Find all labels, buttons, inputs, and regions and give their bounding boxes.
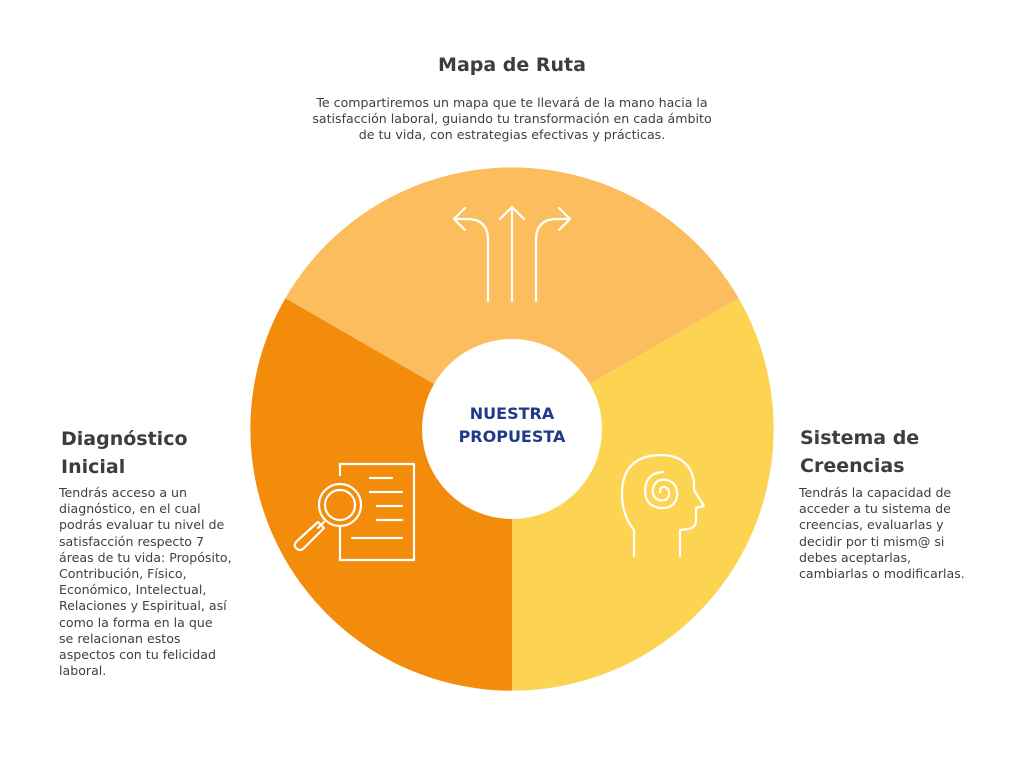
center-label: NUESTRA PROPUESTA: [458, 404, 566, 446]
mapa-de-ruta-title: Mapa de Ruta: [438, 54, 586, 76]
diagnostico-inicial-title: Diagnóstico Inicial: [61, 428, 188, 478]
diagnostico-inicial-description: Tendrás acceso a un diagnóstico, en el c…: [59, 485, 232, 679]
document-magnifier-icon: [293, 462, 416, 562]
sistema-de-creencias-title: Sistema de Creencias: [800, 427, 920, 477]
sistema-de-creencias-description: Tendrás la capacidad de acceder a tu sis…: [799, 485, 965, 582]
center-hub: [422, 339, 602, 519]
branching-arrows-icon: [452, 205, 572, 303]
mapa-de-ruta-description: Te compartiremos un mapa que te llevará …: [312, 95, 712, 143]
head-spiral-icon: [620, 453, 706, 558]
